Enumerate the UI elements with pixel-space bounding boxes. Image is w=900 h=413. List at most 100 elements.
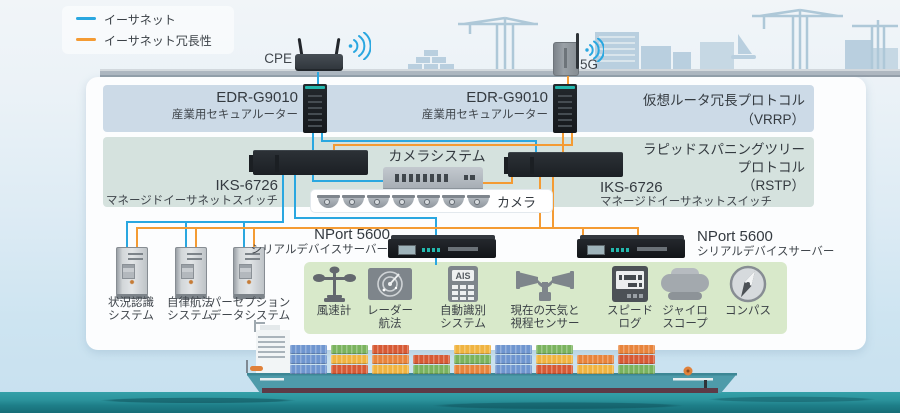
edr-right-model: EDR-G9010 <box>466 89 548 106</box>
redundancy-legend-label: イーサネット冗長性 <box>104 34 212 48</box>
instrument-label: 航法 <box>378 318 402 330</box>
anemometer-icon <box>286 263 382 305</box>
computer-label: パーセプション データシステム <box>203 297 297 323</box>
shipping-container <box>577 355 614 364</box>
shipping-container <box>618 365 655 374</box>
rstp-protocol-label: ラピッドスパニングツリー <box>643 142 805 157</box>
ais-icon: AIS <box>415 263 511 305</box>
legend-box <box>62 6 234 54</box>
redundancy-line <box>562 132 564 153</box>
instrument: 現在の天気と視程センサー <box>497 263 593 333</box>
svg-text:AIS: AIS <box>455 271 470 281</box>
5g-antenna-unit-icon <box>553 42 579 76</box>
nport-server-left <box>388 235 496 258</box>
5g-label: 5G <box>580 57 599 72</box>
ethernet-line <box>243 221 245 248</box>
computer-label-line: データシステム <box>209 310 291 322</box>
shipping-container <box>495 365 532 374</box>
ethernet-line <box>294 172 296 219</box>
computer-label-line: 自律航法 <box>167 297 213 309</box>
sea <box>0 392 900 413</box>
ethernet-legend-line <box>76 17 96 20</box>
shipping-container <box>413 365 450 374</box>
shipping-container <box>372 355 409 364</box>
ethernet-line <box>185 221 187 248</box>
instrument: AIS 自動識別システム <box>415 263 511 333</box>
ethernet-legend-label: イーサネット <box>104 13 176 27</box>
instrument: スピードログ <box>582 263 678 333</box>
ethernet-line <box>321 140 537 142</box>
vrrp-protocol-label: 仮想ルータ冗長プロトコル <box>643 93 805 108</box>
shipping-container <box>454 355 491 364</box>
ethernet-line <box>321 132 323 142</box>
iks-left-model: IKS-6726 <box>215 177 278 194</box>
computer-tower-icon <box>175 247 207 299</box>
shipping-container <box>290 345 327 354</box>
computer-label: 自律航法 システム <box>150 297 230 323</box>
shipping-container <box>577 365 614 374</box>
shipping-container <box>331 365 368 374</box>
computer-tower-icon <box>116 247 148 299</box>
wifi-waves-icon <box>348 32 371 60</box>
vrrp-protocol-label: （VRRP） <box>740 112 805 127</box>
port-skyline <box>408 8 898 70</box>
gyroscope-icon <box>637 263 733 305</box>
ethernet-line <box>126 221 284 223</box>
iks-switch-right <box>504 152 623 177</box>
ethernet-line <box>312 132 314 151</box>
redundancy-line <box>567 72 569 87</box>
nport-right-model: NPort 5600 <box>697 228 773 245</box>
redundancy-line <box>637 229 639 239</box>
instrument-label: システム <box>440 318 486 330</box>
shipping-container <box>454 365 491 374</box>
nport-left-model: NPort 5600 <box>314 226 390 243</box>
ethernet-line <box>294 217 437 219</box>
nport-server-right <box>577 235 685 258</box>
redundancy-line <box>483 182 513 184</box>
edr-router-right <box>553 84 577 133</box>
instrument-label: 自動識別 <box>440 305 486 317</box>
camera-dome-icon <box>417 195 440 208</box>
instrument: コンパス <box>700 263 796 333</box>
computer-tower-icon <box>233 247 265 299</box>
redundancy-line <box>333 144 573 146</box>
port-strip <box>637 247 667 251</box>
wifi-waves-icon <box>585 38 604 62</box>
shipping-container <box>290 365 327 374</box>
redundancy-line <box>253 227 255 248</box>
shipping-container <box>495 355 532 364</box>
instrument-label: 現在の天気と <box>510 305 580 317</box>
iks-left-description: マネージドイーサネットスイッチ <box>105 195 278 207</box>
redundancy-line <box>571 132 573 146</box>
camera-dome-icon <box>442 195 465 208</box>
instrument-label: コンパス <box>725 305 771 317</box>
camera-dome-row <box>317 193 490 209</box>
camera-label: カメラ <box>497 194 537 210</box>
shipping-container <box>618 355 655 364</box>
edr-left-model: EDR-G9010 <box>216 89 298 106</box>
shipping-container <box>331 345 368 354</box>
ethernet-line <box>312 180 385 182</box>
computer-label: 状況認識 システム <box>91 297 171 323</box>
shipping-container <box>536 365 573 374</box>
iks-switch-left <box>249 150 368 175</box>
camera-dome-icon <box>367 195 390 208</box>
shipping-container <box>290 355 327 364</box>
port-strip <box>448 247 478 251</box>
shipping-container <box>331 355 368 364</box>
redundancy-line <box>136 227 639 229</box>
camera-dome-icon <box>392 195 415 208</box>
redundancy-line <box>582 229 584 239</box>
ethernet-line <box>312 172 314 182</box>
container-stacks <box>290 345 660 375</box>
5g-antenna-rod-icon <box>576 33 579 69</box>
nport-left-description: シリアルデバイスサーバー <box>250 244 388 256</box>
instrument: 風速計 <box>286 263 382 333</box>
computer-label-line: パーセプション <box>209 297 291 309</box>
iks-right-model: IKS-6726 <box>600 179 663 196</box>
shipping-container <box>536 345 573 354</box>
led-indicators <box>611 248 629 252</box>
camera-dome-icon <box>467 195 490 208</box>
ethernet-line <box>535 140 537 154</box>
